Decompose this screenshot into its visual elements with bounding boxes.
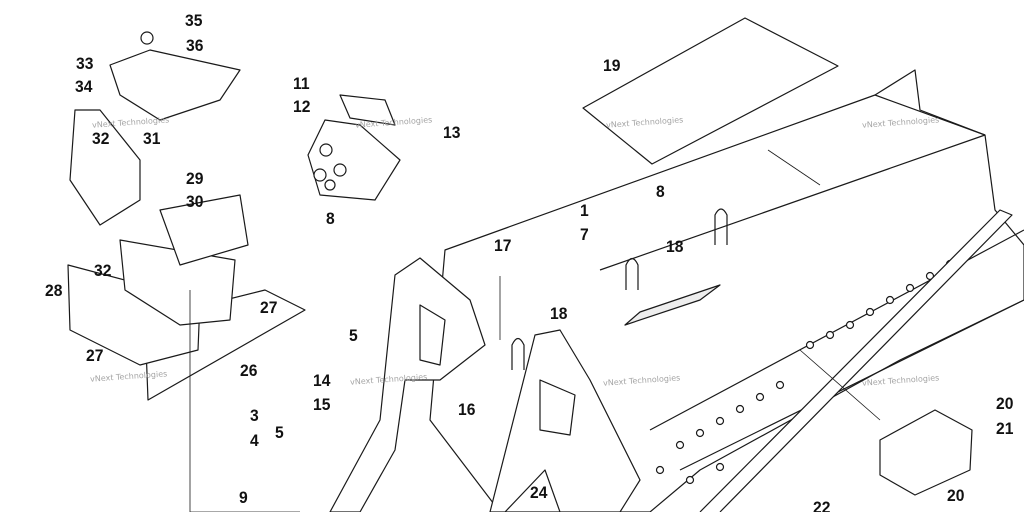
- callout-29: 29: [186, 169, 204, 188]
- front-frame-part: [329, 257, 486, 512]
- cover-part: [109, 49, 241, 121]
- callout-8: 8: [326, 209, 335, 228]
- callout-7: 7: [580, 225, 589, 244]
- mount-bracket-part: [307, 119, 401, 201]
- callout-33: 33: [76, 54, 94, 73]
- callout-18: 18: [666, 237, 684, 256]
- callout-16: 16: [458, 400, 476, 419]
- callout-24: 24: [530, 483, 548, 502]
- callout-27: 27: [86, 346, 104, 365]
- callout-3: 3: [250, 406, 259, 425]
- callout-22: 22: [813, 498, 831, 512]
- callout-19: 19: [603, 56, 621, 75]
- callout-35: 35: [185, 11, 203, 30]
- callout-28: 28: [45, 281, 63, 300]
- guard-part: [69, 109, 141, 226]
- callout-31: 31: [143, 129, 161, 148]
- callout-12: 12: [293, 97, 311, 116]
- callout-21: 21: [996, 419, 1014, 438]
- callout-26: 26: [240, 361, 258, 380]
- callout-5: 5: [349, 326, 358, 345]
- callout-5: 5: [275, 423, 284, 442]
- callout-18: 18: [550, 304, 568, 323]
- callout-32: 32: [94, 261, 112, 280]
- callout-9: 9: [239, 488, 248, 507]
- callout-30: 30: [186, 192, 204, 211]
- callout-1: 1: [580, 201, 589, 220]
- callout-27: 27: [260, 298, 278, 317]
- callout-34: 34: [75, 77, 93, 96]
- callout-15: 15: [313, 395, 331, 414]
- floor-panel-part: [582, 17, 839, 165]
- callout-36: 36: [186, 36, 204, 55]
- running-board-part: [879, 409, 973, 496]
- callout-20: 20: [996, 394, 1014, 413]
- callout-32: 32: [92, 129, 110, 148]
- callout-17: 17: [494, 236, 512, 255]
- callout-13: 13: [443, 123, 461, 142]
- callout-20: 20: [947, 486, 965, 505]
- callout-4: 4: [250, 431, 259, 450]
- callout-11: 11: [293, 74, 310, 93]
- callout-8: 8: [656, 182, 665, 201]
- callout-14: 14: [313, 371, 331, 390]
